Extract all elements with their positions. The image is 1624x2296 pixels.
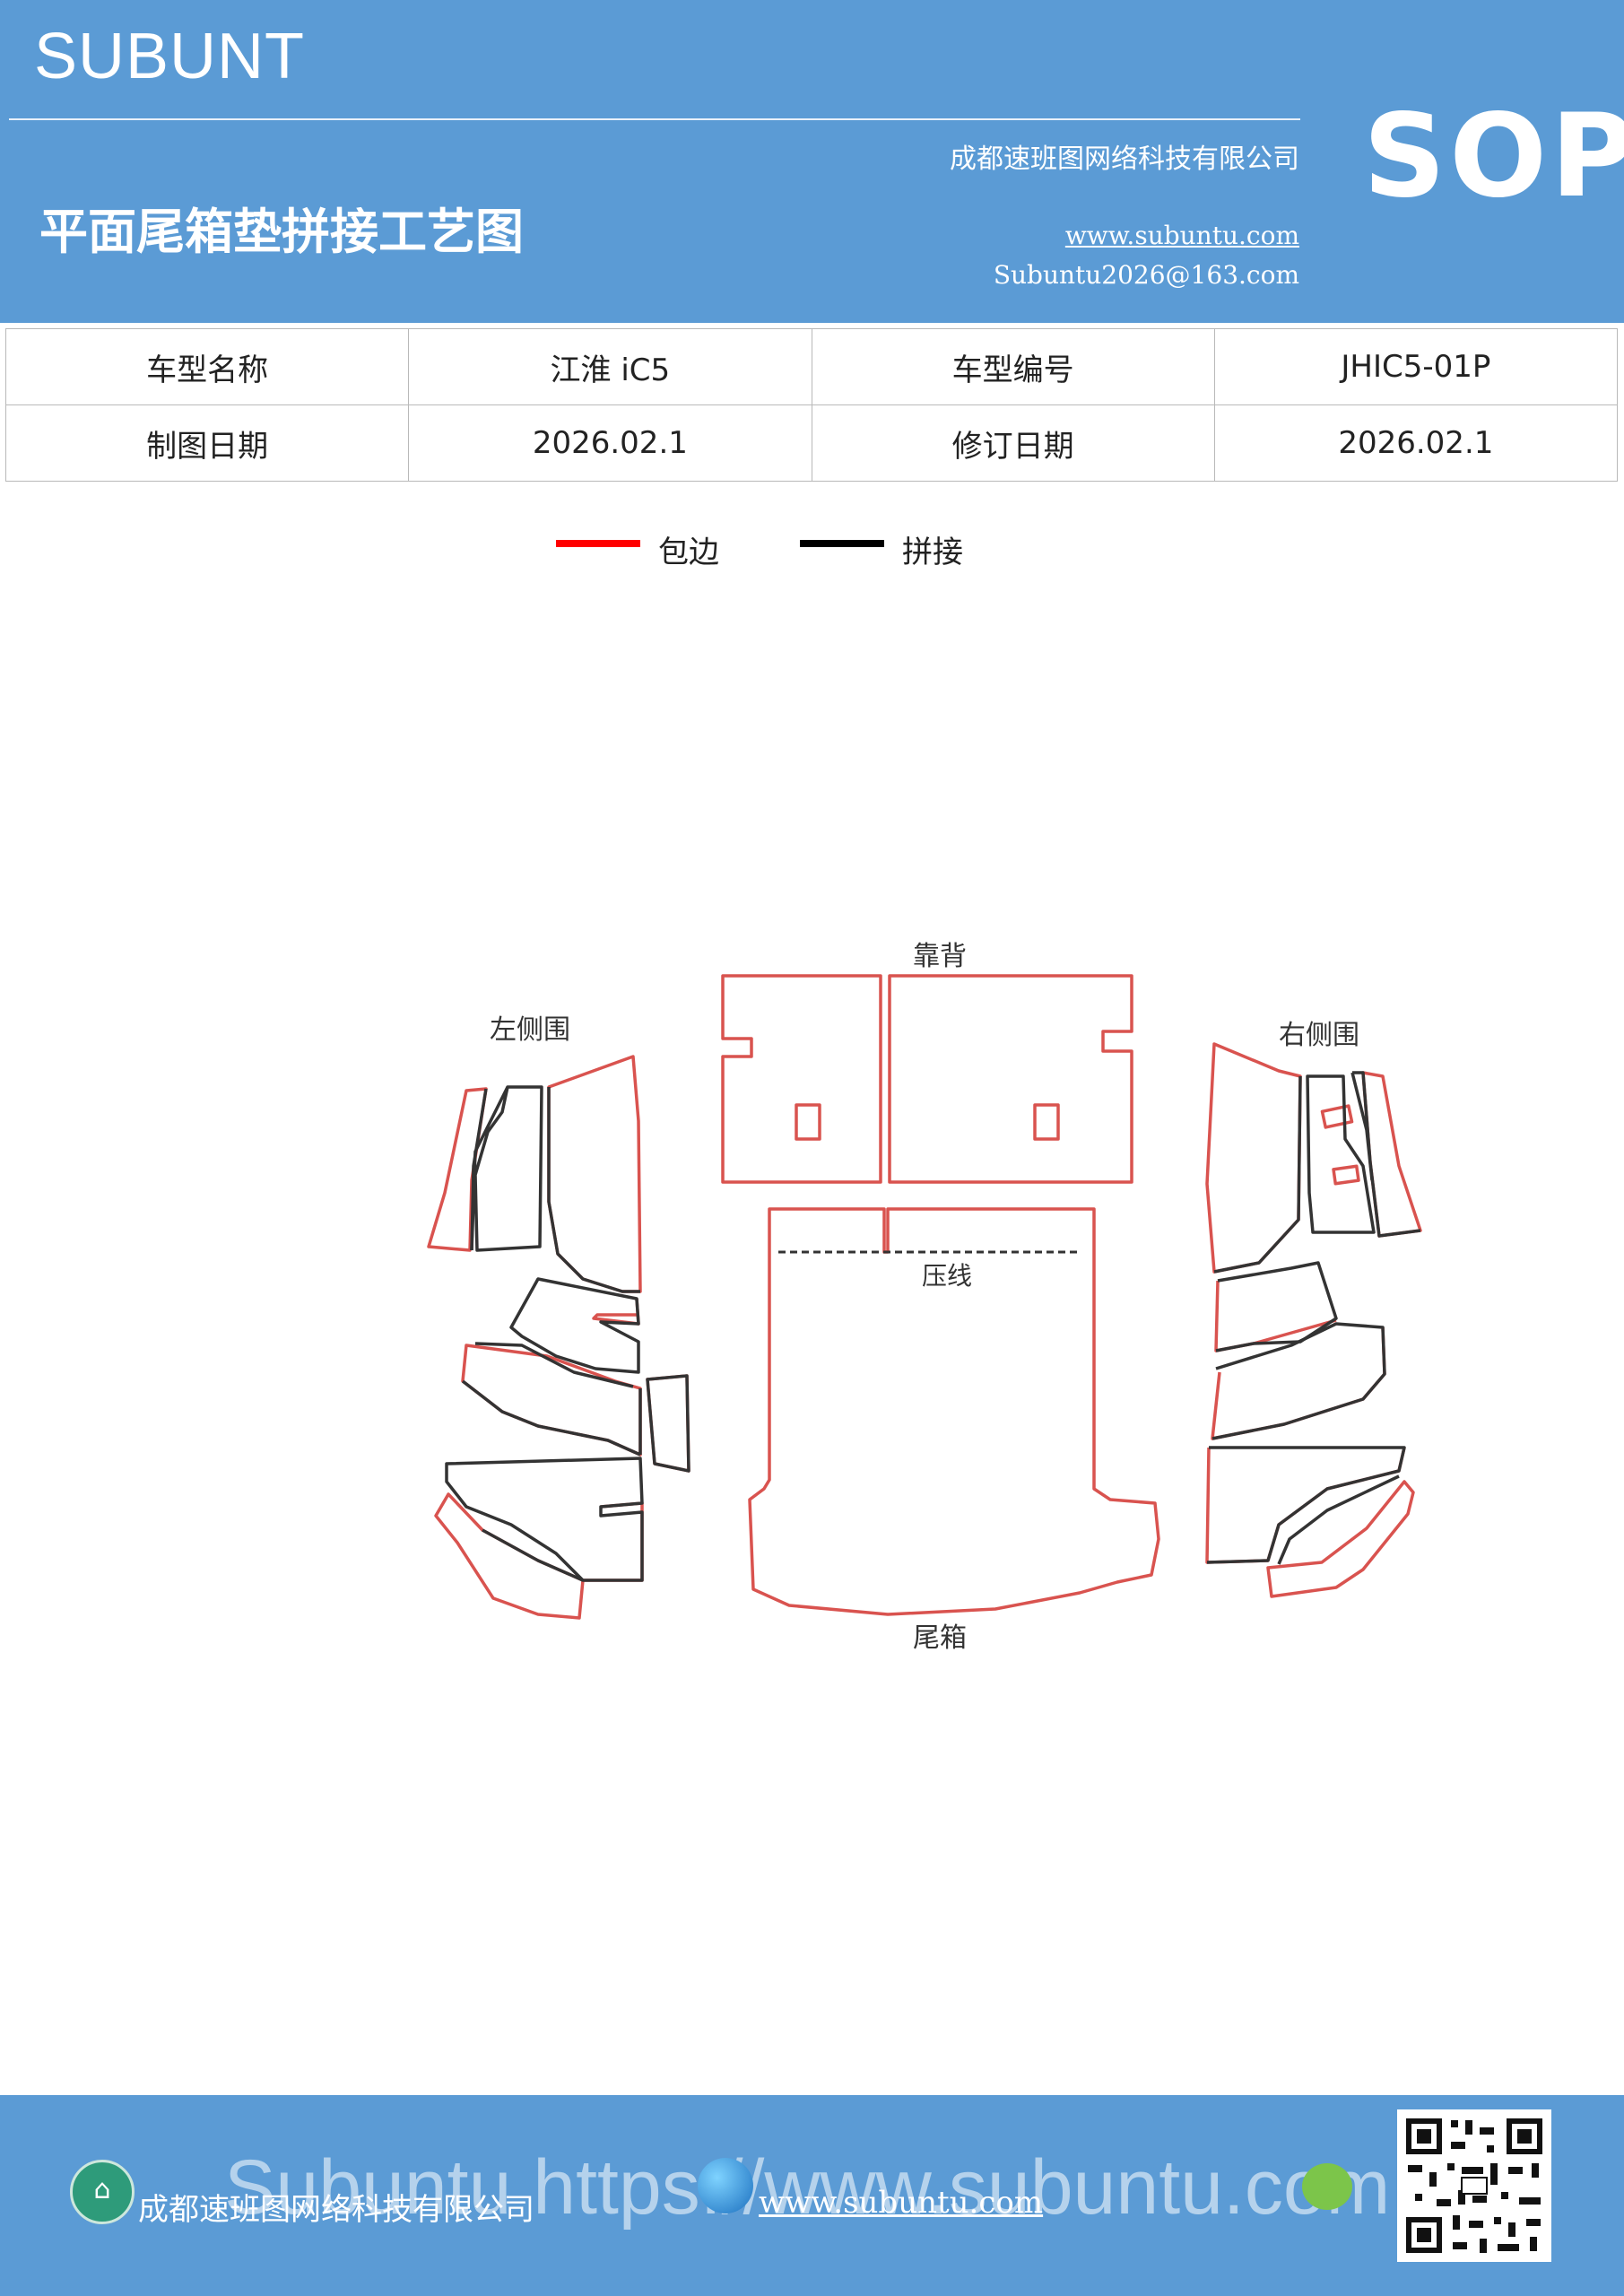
page-title: 平面尾箱垫拼接工艺图 (39, 204, 524, 260)
header-website-link[interactable]: www.subuntu.com (1064, 221, 1299, 250)
right-seam-3 (1350, 1071, 1421, 1238)
footer-website-link[interactable]: www.subuntu.com (759, 2185, 1044, 2221)
model-name-value: 江淮 iC5 (408, 328, 812, 405)
right-piece-9 (1266, 1480, 1415, 1598)
label-crease: 压线 (922, 1261, 972, 1291)
right-seam-2 (1306, 1074, 1376, 1234)
legend-red-line (556, 540, 640, 547)
backrest-left-slot (795, 1103, 821, 1141)
footer-company-name: 成都速班图网络科技有限公司 (138, 2192, 534, 2228)
label-trunk: 尾箱 (913, 1622, 967, 1654)
footer-watermark: Subuntu https://www.subuntu.com (224, 2144, 1391, 2231)
building-icon: ⌂ (70, 2160, 135, 2224)
revise-date-label: 修订日期 (811, 404, 1215, 482)
draw-date-label: 制图日期 (4, 404, 410, 482)
revise-date-value: 2026.02.1 (1213, 404, 1619, 482)
trunk-floor-panel (748, 1207, 1160, 1616)
left-seam-6 (461, 1379, 642, 1457)
label-right-side: 右侧围 (1279, 1020, 1359, 1051)
right-slot-2 (1332, 1164, 1360, 1186)
table-row: 车型名称 江淮 iC5 车型编号 JHIC5-01P (4, 328, 1619, 405)
sop-badge: SOP (1363, 90, 1624, 223)
header-divider (9, 118, 1300, 120)
label-backrest: 靠背 (913, 941, 967, 972)
backrest-right-panel (888, 974, 1133, 1184)
left-seam-2 (470, 1085, 543, 1252)
right-piece-1 (1205, 1042, 1302, 1274)
globe-icon (698, 2158, 753, 2213)
vehicle-info-table: 车型名称 江淮 iC5 车型编号 JHIC5-01P 制图日期 2026.02.… (4, 328, 1619, 482)
footer-banner (0, 2095, 1624, 2296)
right-piece-6 (1211, 1326, 1386, 1440)
model-code-value: JHIC5-01P (1213, 328, 1619, 405)
backrest-left-panel (721, 974, 882, 1184)
right-seam-1 (1213, 1075, 1302, 1274)
header-company-name: 成都速班图网络科技有限公司 (950, 144, 1299, 175)
left-piece-4 (592, 1298, 640, 1326)
model-code-label: 车型编号 (811, 328, 1215, 405)
right-seam-4 (1215, 1261, 1338, 1352)
legend-label: 包边 (658, 535, 719, 570)
left-seam-7 (646, 1374, 690, 1473)
header-banner (0, 0, 1624, 323)
table-row: 制图日期 2026.02.1 修订日期 2026.02.1 (4, 404, 1619, 482)
draw-date-value: 2026.02.1 (408, 404, 812, 482)
right-piece-5 (1214, 1280, 1337, 1352)
right-slot-1 (1320, 1104, 1354, 1129)
left-seam-8 (445, 1457, 644, 1582)
left-seam-3 (547, 1087, 640, 1293)
label-left-side: 左侧围 (490, 1014, 570, 1046)
brand-logo-text: SUBUNT (34, 21, 306, 92)
legend-black-line (800, 540, 884, 547)
model-name-label: 车型名称 (4, 328, 410, 405)
left-seam-9 (482, 1528, 584, 1582)
qr-code-icon (1397, 2109, 1551, 2262)
wechat-icon (1302, 2163, 1352, 2210)
left-seam-5 (474, 1342, 634, 1388)
header-email: Subuntu2026@163.com (993, 260, 1299, 290)
backrest-right-slot (1033, 1103, 1060, 1141)
legend-label: 拼接 (902, 535, 963, 570)
right-seam-6 (1206, 1446, 1406, 1564)
left-seam-4 (509, 1277, 640, 1374)
right-seam-7 (1277, 1474, 1400, 1565)
right-seam-5 (1211, 1322, 1386, 1440)
left-piece-3 (547, 1055, 642, 1293)
